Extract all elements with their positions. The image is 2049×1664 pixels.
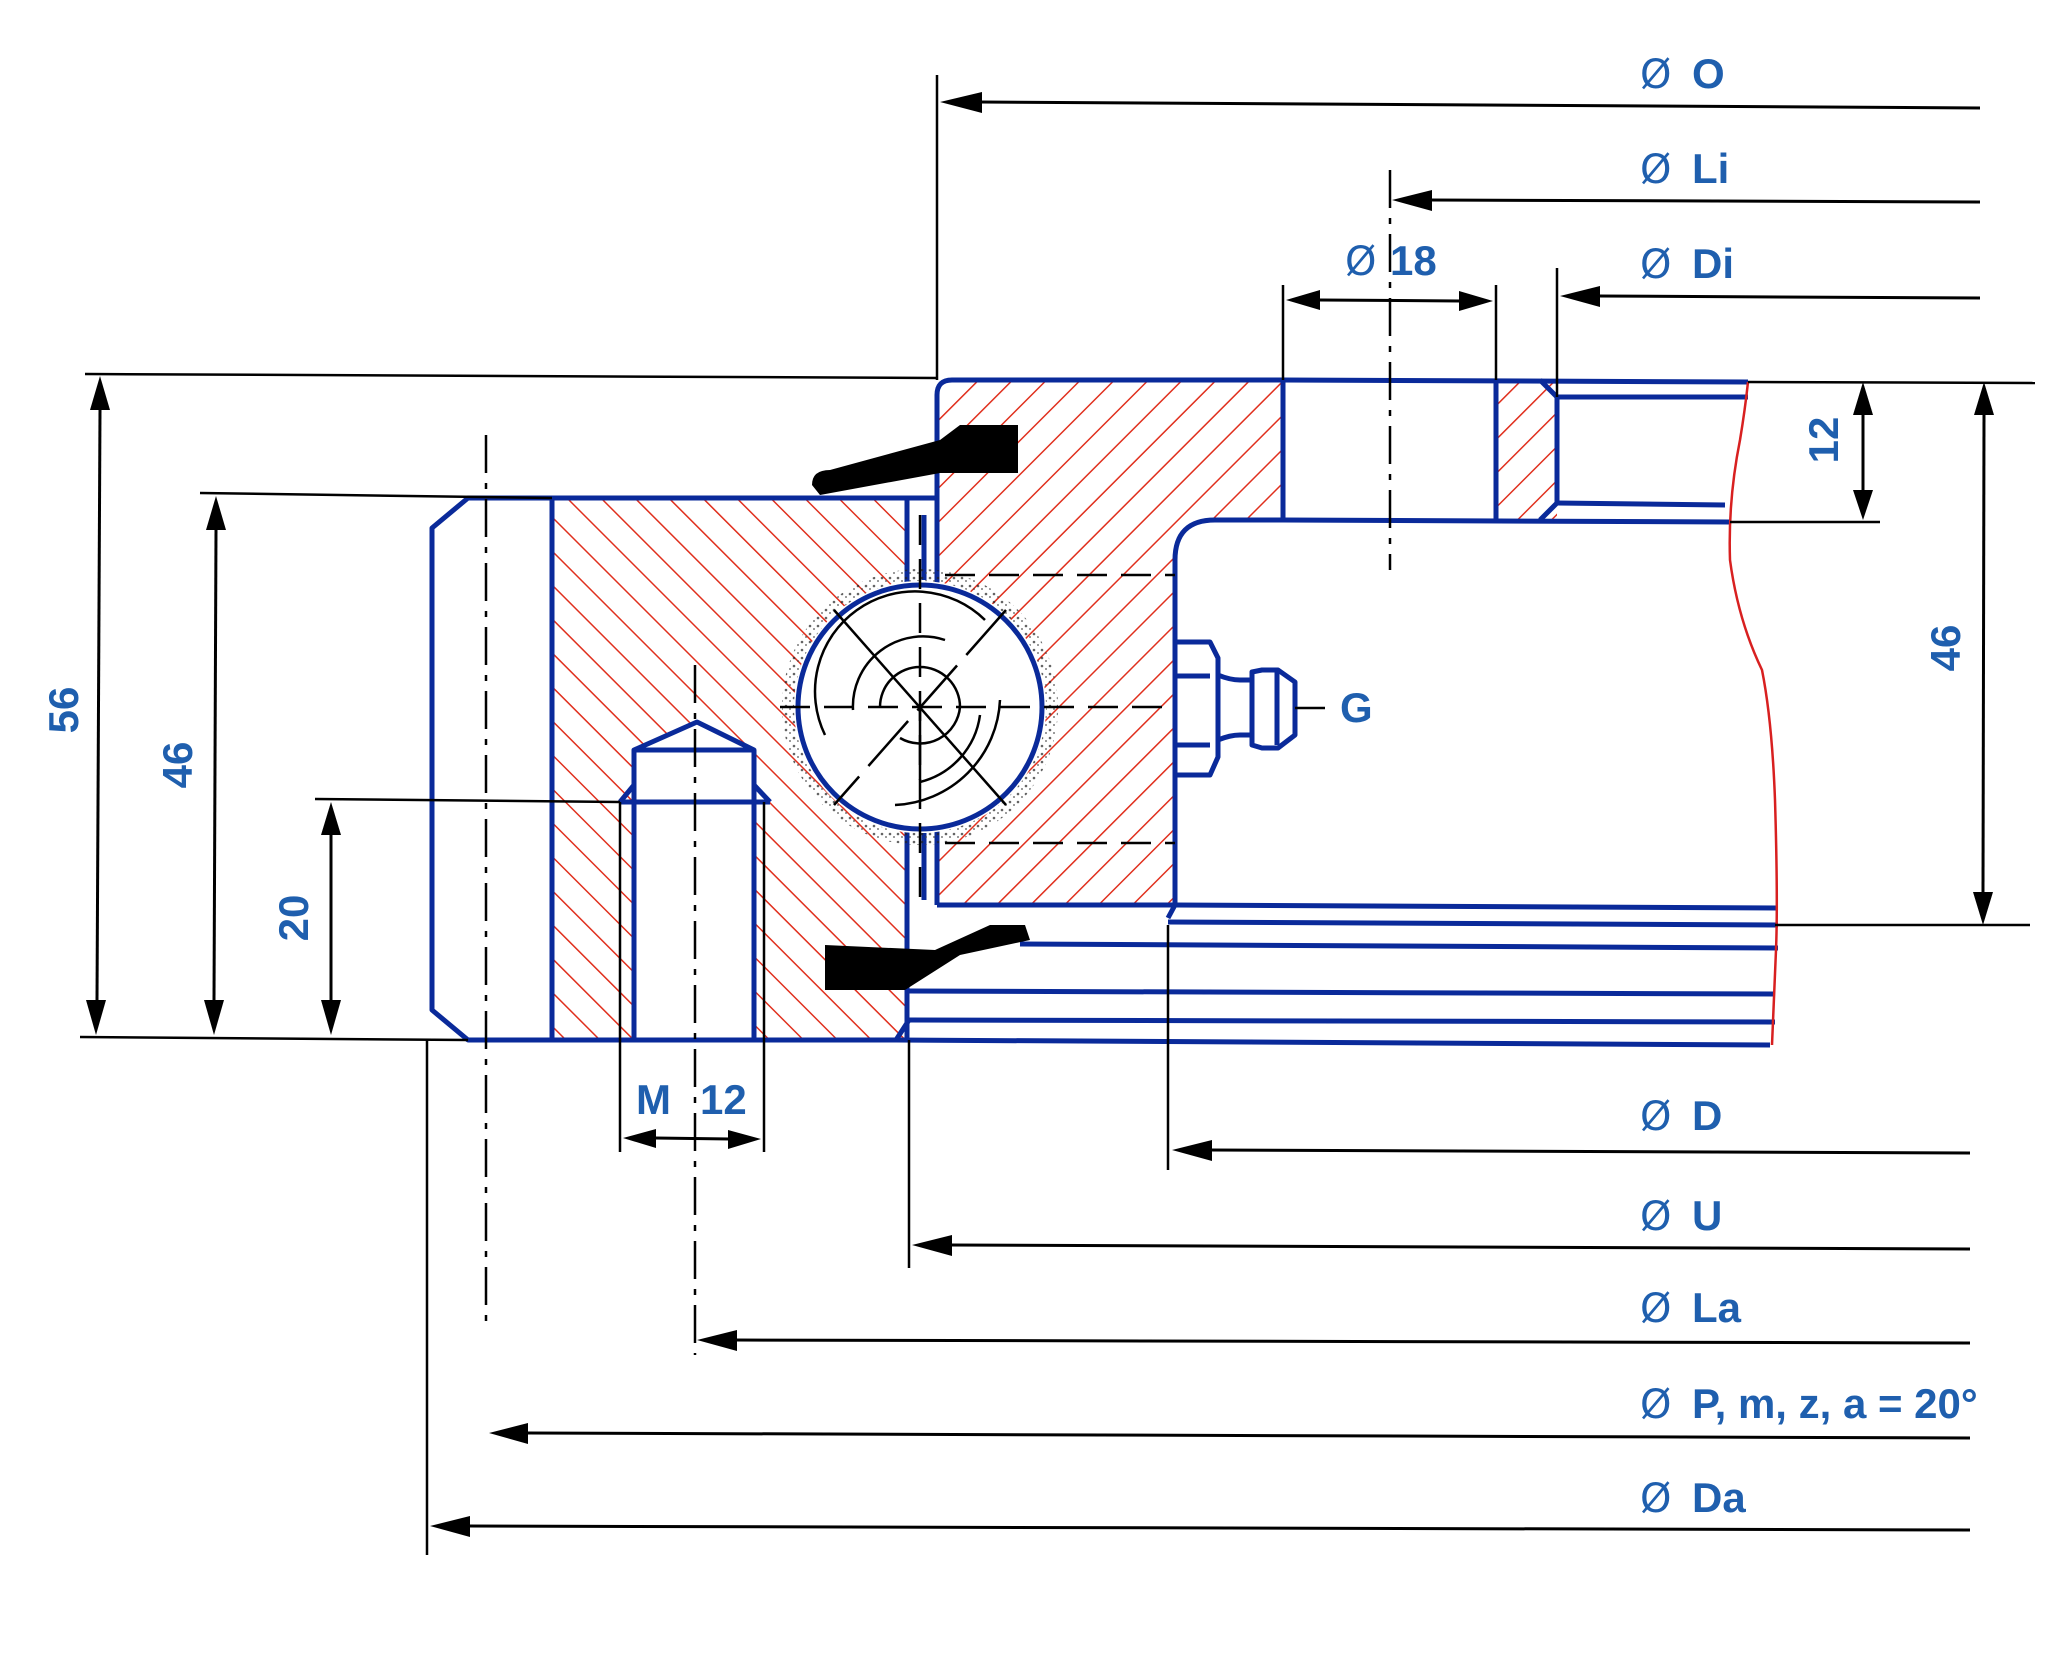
dim-12-right (1853, 382, 1873, 520)
svg-text:Ø: Ø (1640, 242, 1671, 288)
dim-La (697, 1330, 1971, 1351)
svg-text:La: La (1692, 1284, 1742, 1331)
dim-20 (321, 802, 341, 1035)
ball (780, 515, 1175, 900)
label-dim-12-right: 12 (1800, 417, 1847, 464)
label-O: Ø O (1640, 50, 1725, 98)
svg-text:U: U (1692, 1192, 1722, 1239)
dim-Li (1392, 190, 1981, 211)
lower-seal (825, 925, 1030, 990)
label-Da: Ø Da (1640, 1474, 1746, 1522)
label-La: Ø La (1640, 1284, 1742, 1332)
dim-56 (86, 376, 110, 1035)
dim-P (489, 1423, 1971, 1444)
svg-text:Da: Da (1692, 1474, 1746, 1521)
svg-text:Ø: Ø (1345, 239, 1376, 285)
label-Di: Ø Di (1640, 240, 1734, 288)
label-grease-G: G (1340, 684, 1373, 731)
dim-M12 (623, 1129, 761, 1149)
svg-text:Ø: Ø (1640, 52, 1671, 98)
dim-46-left (204, 496, 226, 1035)
label-Li: Ø Li (1640, 145, 1729, 193)
dim-Da (430, 1516, 1971, 1537)
label-U: Ø U (1640, 1192, 1722, 1240)
svg-text:Ø: Ø (1640, 1382, 1671, 1428)
upper-seal (812, 425, 1018, 495)
svg-text:M: M (636, 1076, 671, 1123)
dim-D (1172, 1140, 1971, 1161)
label-D: Ø D (1640, 1092, 1722, 1140)
label-P: Ø P, m, z, a = 20° (1640, 1380, 1978, 1428)
svg-text:Ø: Ø (1640, 1286, 1671, 1332)
svg-text:18: 18 (1390, 237, 1437, 284)
label-hole-18: Ø 18 (1345, 237, 1437, 285)
svg-text:Li: Li (1692, 145, 1729, 192)
dim-U (912, 1235, 1971, 1256)
label-dim-46-left: 46 (154, 742, 201, 789)
dim-46-right (1973, 382, 1994, 925)
svg-text:P, m, z, a = 20°: P, m, z, a = 20° (1692, 1380, 1978, 1427)
label-dim-56: 56 (40, 687, 87, 734)
svg-text:Ø: Ø (1640, 1094, 1671, 1140)
dim-Di (1560, 286, 1981, 307)
label-dim-20: 20 (270, 895, 317, 942)
svg-text:Ø: Ø (1640, 147, 1671, 193)
label-thread-M12: M 12 (636, 1076, 747, 1123)
grease-nipple-icon (1175, 639, 1325, 778)
svg-text:Ø: Ø (1640, 1194, 1671, 1240)
svg-text:12: 12 (700, 1076, 747, 1123)
svg-text:D: D (1692, 1092, 1722, 1139)
svg-text:O: O (1692, 50, 1725, 97)
dim-O (940, 92, 1981, 113)
svg-text:Ø: Ø (1640, 1476, 1671, 1522)
break-line (1728, 381, 1779, 1046)
svg-text:Di: Di (1692, 240, 1734, 287)
dim-18 (1286, 290, 1493, 311)
label-dim-46-right: 46 (1922, 625, 1969, 672)
